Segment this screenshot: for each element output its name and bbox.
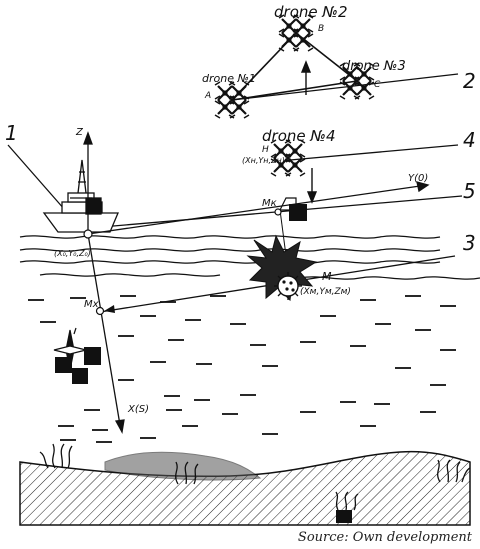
submerged-objects [55, 347, 101, 384]
drone-1-label: drone №1 [202, 72, 256, 85]
point-mt-coords: (Xм,Yм,Zм) [300, 287, 351, 297]
point-h-label: H [262, 145, 269, 155]
point-mx [95, 306, 105, 316]
ship-origin-point [83, 229, 93, 239]
point-c-label: C [374, 80, 381, 90]
seabed [19, 450, 471, 526]
point-mk [274, 208, 282, 216]
x-axis-label: X(S) [127, 404, 149, 415]
seaweed-icon [39, 443, 471, 511]
mine-icon [274, 272, 302, 300]
y-axis-label: Y(0) [408, 173, 428, 184]
point-a-label: A [204, 91, 211, 101]
line-number-5: 5 [463, 179, 476, 203]
ship-origin-label: (X₀,Y₀,Z₀) [54, 249, 91, 258]
drone-4-label: drone №4 [262, 127, 336, 145]
line-number-1: 1 [5, 121, 18, 145]
point-mt-label: M [322, 270, 332, 283]
seabed-target-marker [336, 510, 352, 523]
point-b-label: B [318, 24, 324, 34]
up-arrow [300, 60, 312, 95]
line-number-4: 4 [463, 128, 476, 152]
source-caption: Source: Own development [297, 530, 472, 545]
point-mk-label: Mк [262, 198, 277, 209]
drone-3-label: drone №3 [342, 59, 406, 74]
drone-2-label: drone №2 [274, 3, 348, 21]
point-mx-label: Mх [84, 299, 99, 310]
z-axis [83, 131, 93, 234]
ship-icon [42, 159, 119, 233]
drone-triangle [231, 32, 358, 101]
down-arrow [306, 168, 318, 204]
line-number-2: 2 [463, 69, 476, 93]
z-axis-label: Z [75, 127, 84, 138]
y-axis [87, 181, 430, 235]
water-dashes [28, 295, 456, 443]
line-3-arrow [104, 305, 115, 313]
drone-4-coords: (Xн,Yн,Zн) [242, 156, 285, 165]
x-axis [87, 233, 125, 434]
line-number-3: 3 [463, 231, 476, 255]
drone-1-icon [213, 80, 251, 120]
